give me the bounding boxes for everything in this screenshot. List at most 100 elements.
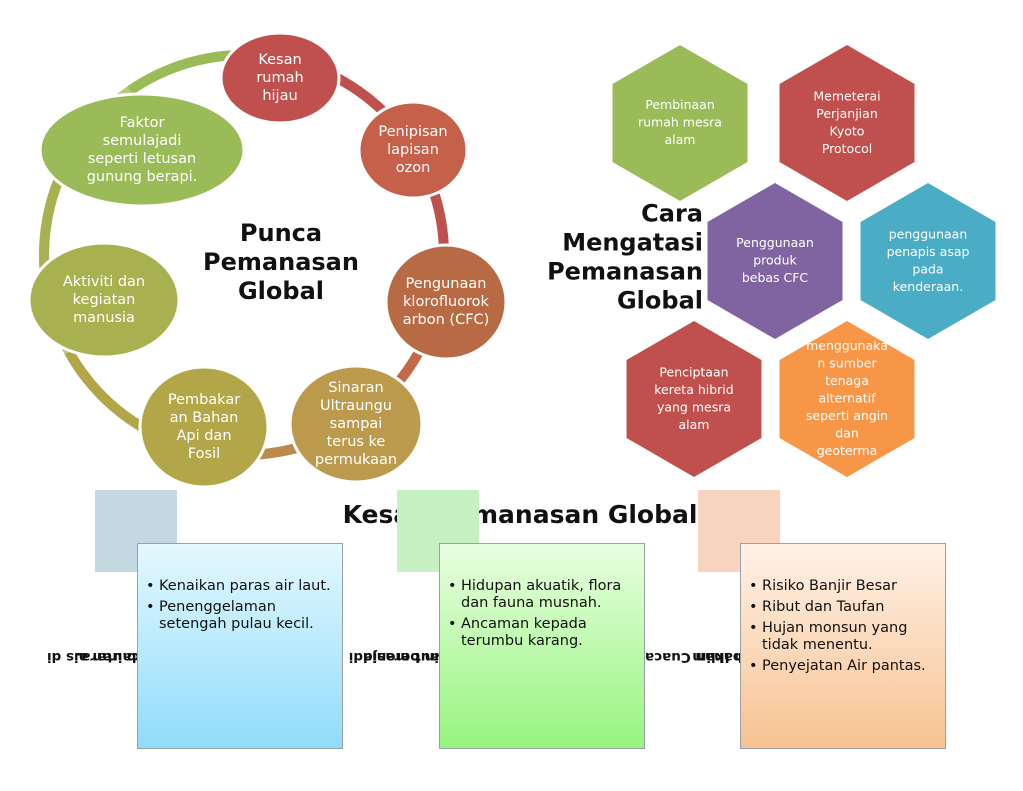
text-line: sampai [330, 416, 383, 432]
text-line: Kesan [258, 52, 301, 68]
text-line: bebas CFC [742, 270, 809, 285]
text-line: hijau [262, 88, 297, 104]
text-line: lapisan [387, 142, 439, 158]
cause-node-shape [384, 243, 508, 361]
text-line: menggunaka [806, 338, 888, 353]
text-line: Cara [641, 200, 703, 228]
text-line: Pengunaan [406, 276, 487, 292]
text-line: Memeterai [813, 88, 880, 103]
text-line: Ultraungu [320, 398, 392, 414]
list-item: Ancaman kepada terumbu karang. [448, 616, 636, 650]
effect-panel-ice-melting: Pencairan ais di kutub utara. Kenaikan p… [47, 490, 345, 752]
text-line: Penipisan [378, 124, 447, 140]
text-line: alam [679, 417, 710, 432]
cause-node-shape [27, 241, 181, 359]
text-line: alternatif [818, 391, 876, 406]
text-line: kegiatan [73, 292, 136, 308]
text-line: Global [617, 287, 703, 315]
text-line: kenderaan. [893, 279, 963, 294]
text-line: semulajadi [103, 133, 182, 149]
effect-panel-label: Air laut menjadi semakin berasid [349, 572, 489, 742]
text-line: arbon (CFC) [403, 312, 490, 328]
effect-bullet-list: Hidupan akuatik, flora dan fauna musnah.… [448, 578, 636, 650]
solution-hexagon: Penggunaan produk bebas CFC [707, 183, 843, 339]
text-line: Protocol [822, 141, 872, 156]
list-item: Risiko Banjir Besar [749, 578, 937, 595]
text-line: rumah mesra [638, 115, 722, 130]
effect-panel-content: Risiko Banjir Besar Ribut dan Taufan Huj… [740, 543, 946, 749]
solution-hexagon: penggunaan penapis asap pada kenderaan. [860, 183, 996, 339]
text-line: Punca [240, 219, 322, 247]
effect-bullet-list: Kenaikan paras air laut. Penenggelaman s… [146, 578, 334, 633]
text-line: Faktor [120, 115, 165, 131]
list-item: Ribut dan Taufan [749, 599, 937, 616]
text-line: Penciptaan [659, 364, 728, 379]
cause-node-shape [288, 364, 424, 484]
text-line: produk [753, 253, 797, 268]
text-line: Fosil [188, 446, 220, 462]
text-line: tenaga [825, 373, 869, 388]
text-line: Mengatasi [562, 229, 703, 257]
text-line: pada [912, 261, 943, 276]
cause-node-label: Pengunaan klorofluorok arbon (CFC) [403, 276, 490, 328]
effect-panel-content: Hidupan akuatik, flora dan fauna musnah.… [439, 543, 645, 749]
solution-hexagon-label: Penggunaan produk bebas CFC [736, 235, 814, 285]
list-item: Penyejatan Air pantas. [749, 658, 937, 675]
text-line: klorofluorok [403, 294, 490, 310]
effect-bullet-list: Risiko Banjir Besar Ribut dan Taufan Huj… [749, 578, 937, 675]
text-line: Penggunaan [736, 235, 814, 250]
effect-panel-label: Perubahan Cuaca dan Iklim [645, 572, 778, 742]
cause-node: Faktor semulajadi seperti letusan gunung be… [38, 92, 246, 208]
text-line: Api dan [176, 428, 231, 444]
solution-hexagon-shape [860, 183, 996, 339]
text-line: gunung berapi. [87, 169, 198, 185]
text-line: seperti letusan [88, 151, 196, 167]
effect-panel-climate-change: Perubahan Cuaca dan Iklim Risiko Banjir … [645, 490, 948, 752]
text-line: Kyoto [830, 123, 865, 138]
solution-hexagon-shape [779, 321, 915, 477]
text-line: geoterma [817, 443, 878, 458]
cause-node: Pengunaan klorofluorok arbon (CFC) [384, 243, 508, 361]
list-item: Penenggelaman setengah pulau kecil. [146, 599, 334, 633]
solution-hexagon-shape [779, 45, 915, 201]
effect-panel-label: Pencairan ais di kutub utara. [47, 572, 171, 742]
list-item: Hujan monsun yang tidak menentu. [749, 620, 937, 654]
text-line: Pemanasan [203, 248, 359, 276]
solution-hexagon-shape [612, 45, 748, 201]
text-line: Pembakar [168, 392, 240, 408]
text-line: permukaan [315, 452, 397, 468]
text-line: Global [238, 277, 324, 305]
text-line: Pemanasan [547, 258, 703, 286]
text-line: penggunaan [889, 226, 968, 241]
text-line: Sinaran [328, 380, 383, 396]
text-line: penapis asap [887, 244, 970, 259]
text-line: dan [835, 426, 859, 441]
effect-panel-content: Kenaikan paras air laut. Penenggelaman s… [137, 543, 343, 749]
text-line: Perjanjian [816, 106, 878, 121]
cause-node-label: Faktor semulajadi seperti letusan gunung be… [87, 115, 198, 185]
text-line: an Bahan [170, 410, 239, 426]
cause-node-shape [38, 92, 246, 208]
text-line: terus ke [327, 434, 386, 450]
text-line: seperti angin [806, 408, 888, 423]
